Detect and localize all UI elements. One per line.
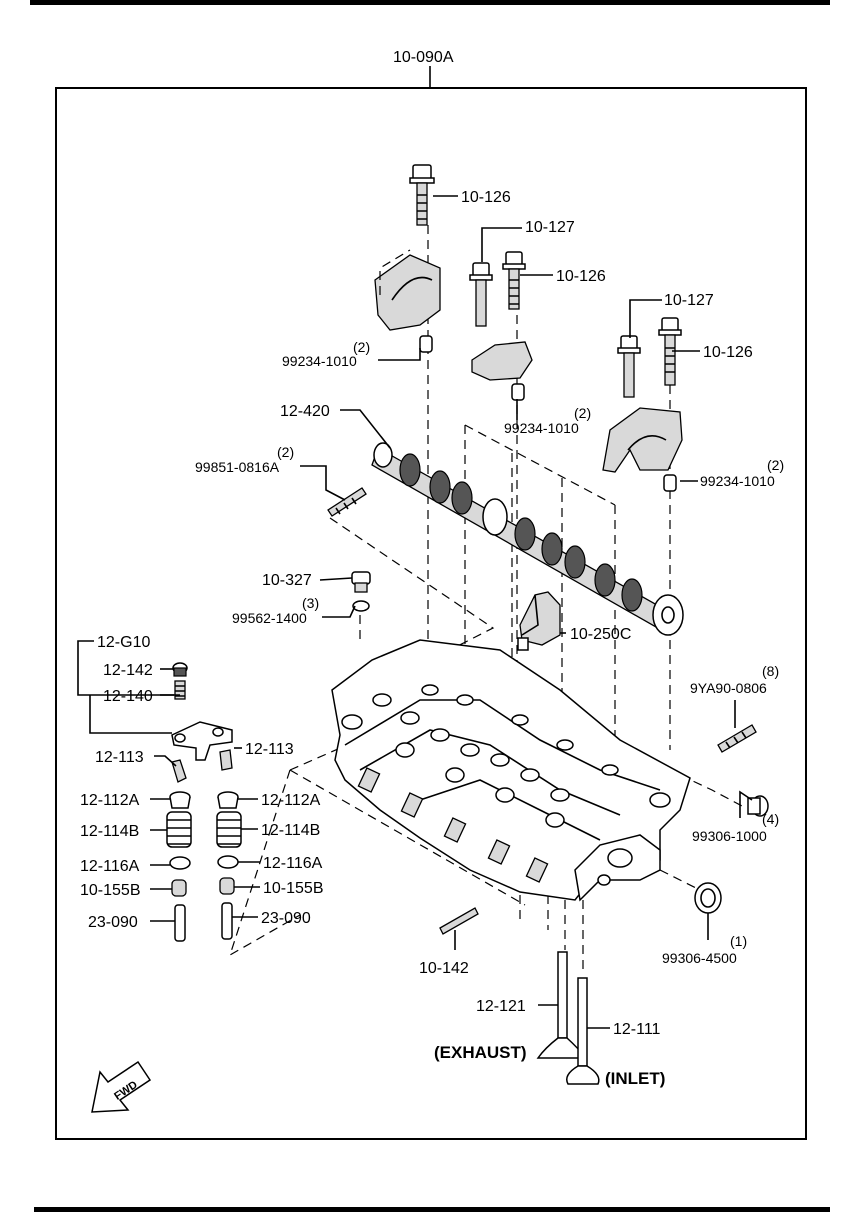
camshaft-cap-2 [471,341,533,381]
label-bolt-d: 10-126 [703,344,753,361]
label-lower-right: 12-116A [263,855,323,872]
label-seat-left: 12-112A [80,792,140,809]
spring-seat-right [217,791,239,809]
label-nut: 12-142 [103,662,153,679]
lower-seat-left [169,856,191,870]
bolt-10-126-a [502,251,526,310]
label-inlet: (INLET) [605,1069,665,1088]
label-plug1-qty: (1) [730,933,747,949]
label-guide-left: 23-090 [88,914,138,931]
label-plug1: 99306-4500 [662,950,737,966]
spring-left [166,811,192,848]
header-code: 10-090A [393,49,454,66]
spring-right [216,811,242,848]
label-bolt-b: 10-126 [556,268,606,285]
label-key-right: 12-113 [245,741,294,758]
plug-99306-4500 [694,882,722,914]
label-stud-qty: (2) [277,444,294,460]
guide-left [174,904,186,942]
cylinder-head [331,639,691,902]
top-rule [30,0,830,5]
camshaft-cap-bolts [374,164,683,492]
label-plug4-qty: (4) [762,811,779,827]
label-bolt-c: 10-127 [664,292,714,309]
label-pin3-qty: (2) [767,457,784,473]
label-stud8: 9YA90-0806 [690,680,767,696]
camshaft-cap-3 [602,407,683,473]
bolt-10-126-top [409,164,435,226]
label-stud-head: 10-142 [419,960,469,977]
dowel-pin-2 [511,383,525,401]
seal-right [219,877,235,895]
label-adjuster: 12-140 [103,688,153,705]
label-washer: 99562-1400 [232,610,307,626]
cap-10-327 [351,571,371,593]
bolt-10-127-a [469,262,493,327]
dowel-pin-1 [419,335,433,353]
seal-left [171,879,187,897]
label-camshaft: 12-420 [280,403,330,420]
label-bolt-a: 10-127 [525,219,575,236]
label-key-left: 12-113 [95,749,144,766]
bolt-10-126-b [658,317,682,386]
label-seal-right: 10-155B [263,880,324,897]
label-stud8-qty: (8) [762,663,779,679]
label-spring-right: 12-114B [261,822,320,839]
camshaft [371,442,684,636]
guide-right [221,902,233,940]
label-seal-left: 10-155B [80,882,141,899]
label-stud: 99851-0816A [195,459,280,475]
key-right [219,749,233,771]
label-plug4: 99306-1000 [692,828,767,844]
label-spring-left: 12-114B [80,823,139,840]
label-pin1: 99234-1010 [282,353,357,369]
stud-10-142 [439,907,479,935]
label-pin3: 99234-1010 [700,473,775,489]
lower-seat-right [217,855,239,869]
dowel-pin-3 [663,474,677,492]
camshaft-cap-1 [374,254,441,331]
label-guide-right: 23-090 [261,910,311,927]
label-pin1-qty: (2) [353,339,370,355]
label-bolt-top: 10-126 [461,189,511,206]
stud-99851 [327,487,367,517]
rocker-adjuster-group [171,662,233,761]
label-group: 12-G10 [97,634,150,651]
label-cap: 10-327 [262,572,312,589]
leader-lines [77,195,753,1029]
label-seat-right: 12-112A [261,792,321,809]
spring-seat-left [169,791,191,809]
bracket-10-250c [517,591,561,651]
label-pin2-qty: (2) [574,405,591,421]
label-pin2: 99234-1010 [504,420,579,436]
bolt-10-127-b [617,335,641,398]
label-exhaust: (EXHAUST) [434,1043,527,1062]
stud-9ya90 [717,724,757,753]
fwd-arrow-icon: FWD [91,1060,152,1113]
bottom-rule [34,1207,830,1212]
label-washer-qty: (3) [302,595,319,611]
washer-99562 [352,600,370,612]
inlet-valve [566,977,600,1085]
part-labels: 10-126 10-127 10-126 10-127 10-126 (2) 9… [80,189,784,1088]
label-inlet-valve: 12-111 [613,1021,661,1038]
plug-99306-1000 [747,795,769,817]
label-exhaust-valve: 12-121 [476,998,526,1015]
label-lower-left: 12-116A [80,858,140,875]
diagram-frame [55,87,807,1140]
label-bracket: 10-250C [570,626,631,643]
